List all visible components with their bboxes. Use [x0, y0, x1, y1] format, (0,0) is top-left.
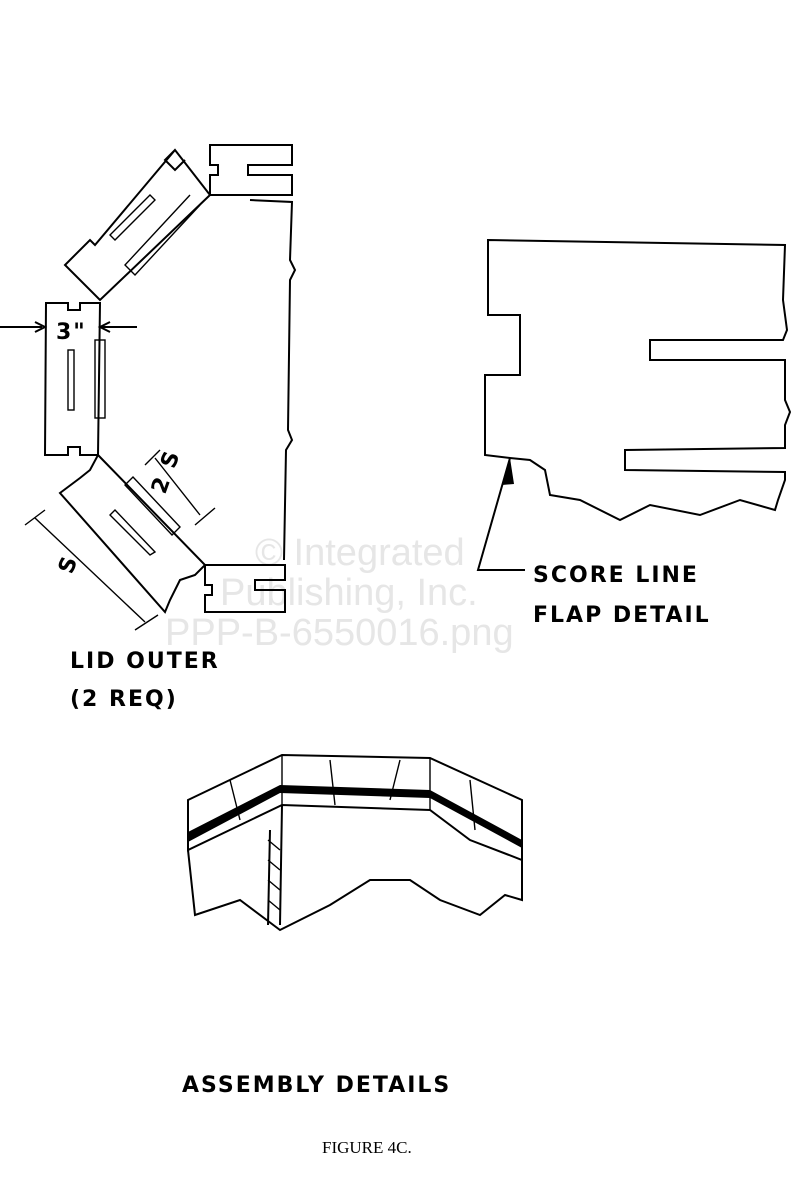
assembly-box-body	[187, 804, 523, 932]
watermark: © Integrated Publishing, Inc. PPP-B-6550…	[165, 532, 514, 654]
flap-dimension-lines	[144, 449, 216, 526]
flap-detail-drawing	[476, 238, 792, 571]
width-dimension-arrows	[0, 321, 137, 333]
dim-width-label: 3"	[56, 320, 87, 345]
lid-edge	[249, 199, 297, 561]
upper-panel	[63, 148, 212, 302]
lower-panel	[58, 453, 207, 614]
flap-detail-title: FLAP DETAIL	[533, 603, 711, 628]
middle-slot	[67, 349, 75, 411]
lower-panel-slots	[109, 475, 181, 556]
score-line-leader	[476, 457, 525, 571]
flap-outline	[484, 238, 792, 522]
watermark-line2: Publishing, Inc.	[220, 572, 478, 614]
lid-outer-quantity: (2 REQ)	[70, 687, 178, 712]
score-line-arrowhead	[502, 458, 514, 485]
assembly-title: ASSEMBLY DETAILS	[182, 1073, 451, 1098]
score-line-callout: SCORE LINE	[533, 563, 699, 588]
upper-panel-slots	[109, 194, 201, 277]
middle-flap-strip	[94, 339, 106, 419]
assembly-lid	[187, 753, 523, 862]
lid-outer-title: LID OUTER	[70, 649, 220, 674]
lid-outer-drawing: 3" 2 S S	[0, 144, 297, 631]
assembly-hatching	[267, 839, 281, 911]
watermark-line1: © Integrated	[255, 532, 465, 574]
assembly-drawing	[187, 753, 523, 932]
watermark-line3: PPP-B-6550016.png	[165, 612, 514, 654]
bottom-tab	[204, 564, 286, 613]
top-tab	[209, 144, 293, 196]
length-dimension-lines	[24, 509, 159, 631]
figure-caption: FIGURE 4C.	[322, 1138, 412, 1157]
assembly-band	[188, 785, 522, 848]
assembly-creases	[229, 755, 476, 831]
dim-length-label: S	[54, 552, 84, 577]
